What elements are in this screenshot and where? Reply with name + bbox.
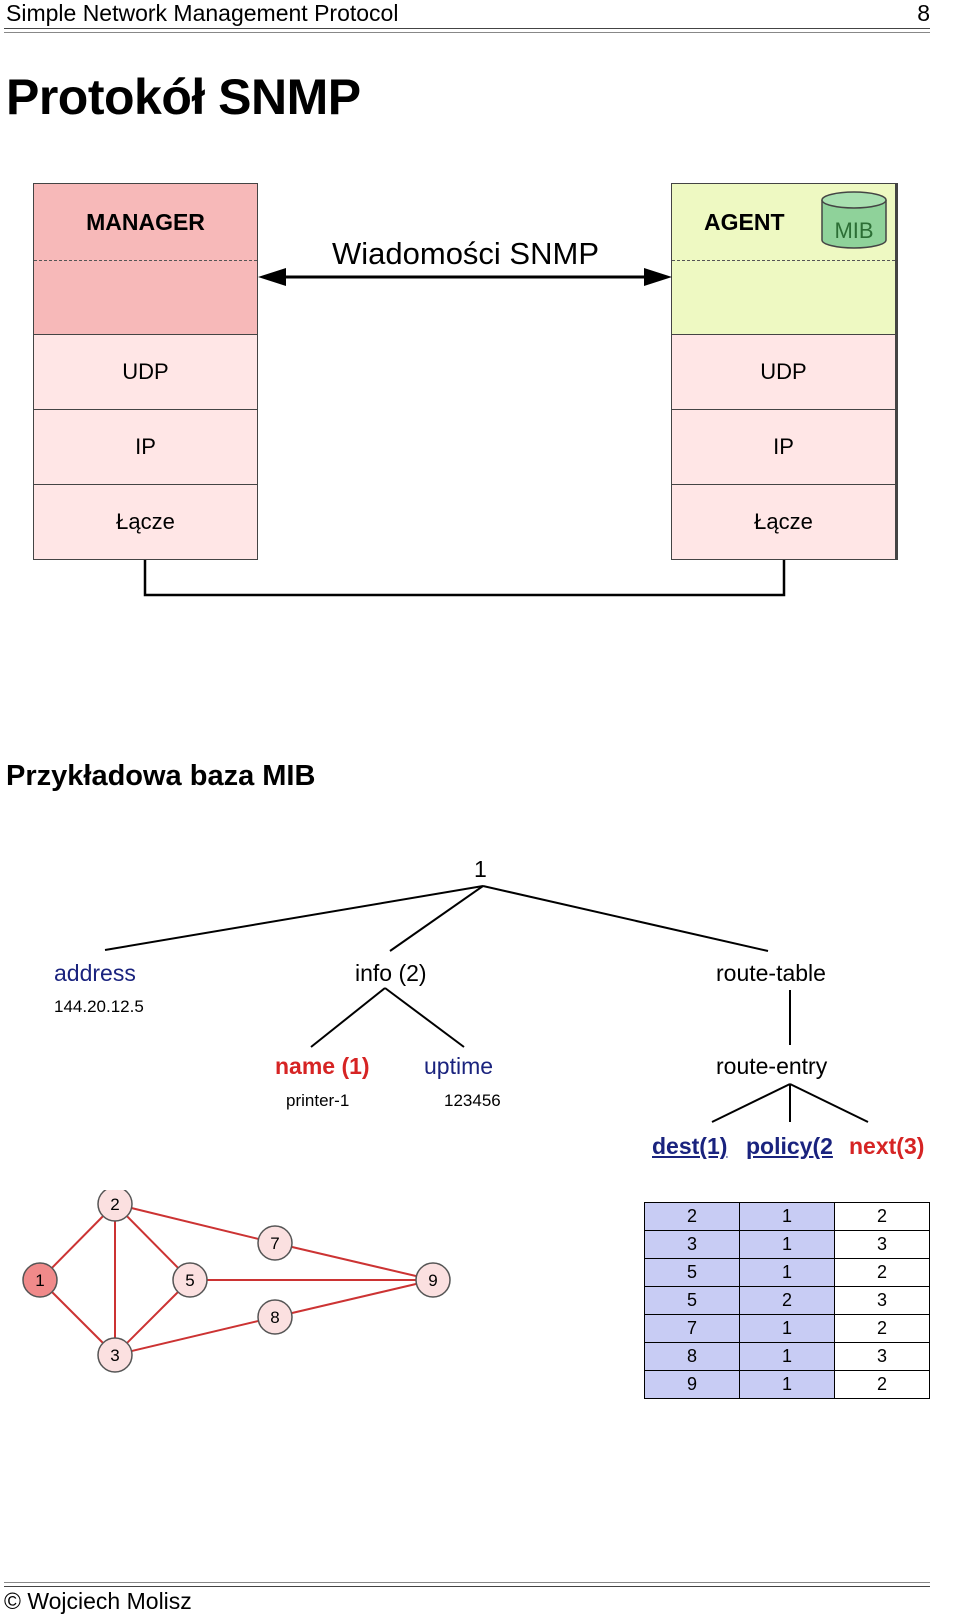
graph-edge bbox=[114, 1203, 276, 1244]
table-cell: 5 bbox=[644, 1286, 740, 1315]
route-entry-node: route-entry bbox=[716, 1053, 828, 1079]
address-node: address bbox=[54, 960, 136, 986]
graph-node bbox=[22, 1262, 58, 1298]
tree-edge bbox=[482, 885, 769, 952]
name-value: printer-1 bbox=[286, 1091, 350, 1110]
message-arrow bbox=[258, 268, 672, 286]
page-title: Protokół SNMP bbox=[6, 69, 361, 125]
graph-node bbox=[415, 1262, 451, 1298]
manager-layer-link: Łącze bbox=[33, 484, 258, 560]
graph-node bbox=[97, 1337, 133, 1373]
tree-edge bbox=[389, 885, 484, 952]
tree-edge bbox=[310, 987, 386, 1048]
graph-node bbox=[172, 1262, 208, 1298]
graph-edge bbox=[274, 1279, 434, 1318]
address-value: 144.20.12.5 bbox=[54, 997, 144, 1016]
table-cell: 1 bbox=[739, 1314, 835, 1343]
header-rule-thin bbox=[4, 32, 930, 33]
agent-divider bbox=[672, 260, 895, 261]
graph-node bbox=[257, 1299, 293, 1335]
page-number: 8 bbox=[917, 0, 930, 26]
table-cell: 2 bbox=[644, 1202, 740, 1231]
route-table-node: route-table bbox=[716, 960, 826, 986]
manager-label: MANAGER bbox=[86, 209, 205, 235]
footer-rule bbox=[4, 1586, 930, 1587]
agent-layer-udp: UDP bbox=[671, 334, 898, 410]
graph-node bbox=[97, 1190, 133, 1222]
table-cell: 9 bbox=[644, 1370, 740, 1399]
table-cell: 3 bbox=[834, 1230, 930, 1259]
tree-edge bbox=[789, 1083, 869, 1123]
table-cell: 3 bbox=[834, 1286, 930, 1315]
table-cell: 2 bbox=[834, 1314, 930, 1343]
table-cell: 5 bbox=[644, 1258, 740, 1287]
agent-layer-link: Łącze bbox=[671, 484, 898, 560]
table-cell: 1 bbox=[739, 1202, 835, 1231]
manager-box: MANAGER bbox=[33, 183, 258, 335]
manager-layer-ip: IP bbox=[33, 409, 258, 485]
physical-link-line bbox=[143, 560, 786, 597]
table-cell: 2 bbox=[834, 1370, 930, 1399]
name-node: name (1) bbox=[275, 1053, 370, 1079]
table-cell: 1 bbox=[739, 1230, 835, 1259]
table-cell: 1 bbox=[739, 1258, 835, 1287]
graph-node-label: 7 bbox=[270, 1234, 279, 1253]
table-cell: 3 bbox=[834, 1342, 930, 1371]
agent-layer-ip: IP bbox=[671, 409, 898, 485]
graph-node-label: 8 bbox=[270, 1308, 279, 1327]
graph-edge bbox=[274, 1242, 434, 1281]
manager-layer-udp: UDP bbox=[33, 334, 258, 410]
uptime-node: uptime bbox=[424, 1053, 494, 1079]
tree-edge bbox=[384, 987, 465, 1048]
mib-section-title: Przykładowa baza MIB bbox=[6, 760, 316, 792]
mib-tree bbox=[104, 885, 869, 1123]
tree-edge bbox=[711, 1083, 791, 1123]
uptime-value: 123456 bbox=[444, 1091, 501, 1110]
mib-database-icon: MIB bbox=[821, 191, 887, 249]
mib-root-node: 1 bbox=[474, 856, 487, 882]
graph-node bbox=[257, 1225, 293, 1261]
mib-label: MIB bbox=[834, 218, 873, 243]
table-cell: 1 bbox=[739, 1370, 835, 1399]
tree-edge bbox=[104, 885, 484, 951]
table-cell: 1 bbox=[739, 1342, 835, 1371]
table-cell: 8 bbox=[644, 1342, 740, 1371]
graph-edge bbox=[114, 1316, 276, 1356]
header-rule bbox=[4, 28, 930, 29]
graph-edge bbox=[114, 1203, 191, 1281]
graph-node-label: 2 bbox=[110, 1195, 119, 1214]
table-cell: 2 bbox=[834, 1258, 930, 1287]
table-cell: 7 bbox=[644, 1314, 740, 1343]
footer-text: © Wojciech Molisz bbox=[4, 1588, 192, 1614]
footer-rule-thin bbox=[4, 1582, 930, 1583]
graph-node-label: 1 bbox=[35, 1271, 44, 1290]
graph-edge bbox=[39, 1203, 116, 1281]
header-title: Simple Network Management Protocol bbox=[6, 0, 399, 26]
info-node: info (2) bbox=[355, 960, 427, 986]
manager-divider bbox=[34, 260, 257, 261]
agent-label: AGENT bbox=[704, 209, 785, 235]
network-graph: 1 2 3 5 7 8 9 bbox=[22, 1190, 451, 1373]
column-next: next(3) bbox=[849, 1133, 925, 1159]
column-policy: policy(2 bbox=[746, 1133, 833, 1159]
column-dest: dest(1) bbox=[652, 1133, 728, 1159]
table-cell: 2 bbox=[739, 1286, 835, 1315]
graph-node-label: 3 bbox=[110, 1346, 119, 1365]
table-cell: 3 bbox=[644, 1230, 740, 1259]
graph-node-label: 9 bbox=[428, 1271, 437, 1290]
message-label: Wiadomości SNMP bbox=[332, 236, 599, 271]
table-cell: 2 bbox=[834, 1202, 930, 1231]
graph-node-label: 5 bbox=[185, 1271, 194, 1290]
